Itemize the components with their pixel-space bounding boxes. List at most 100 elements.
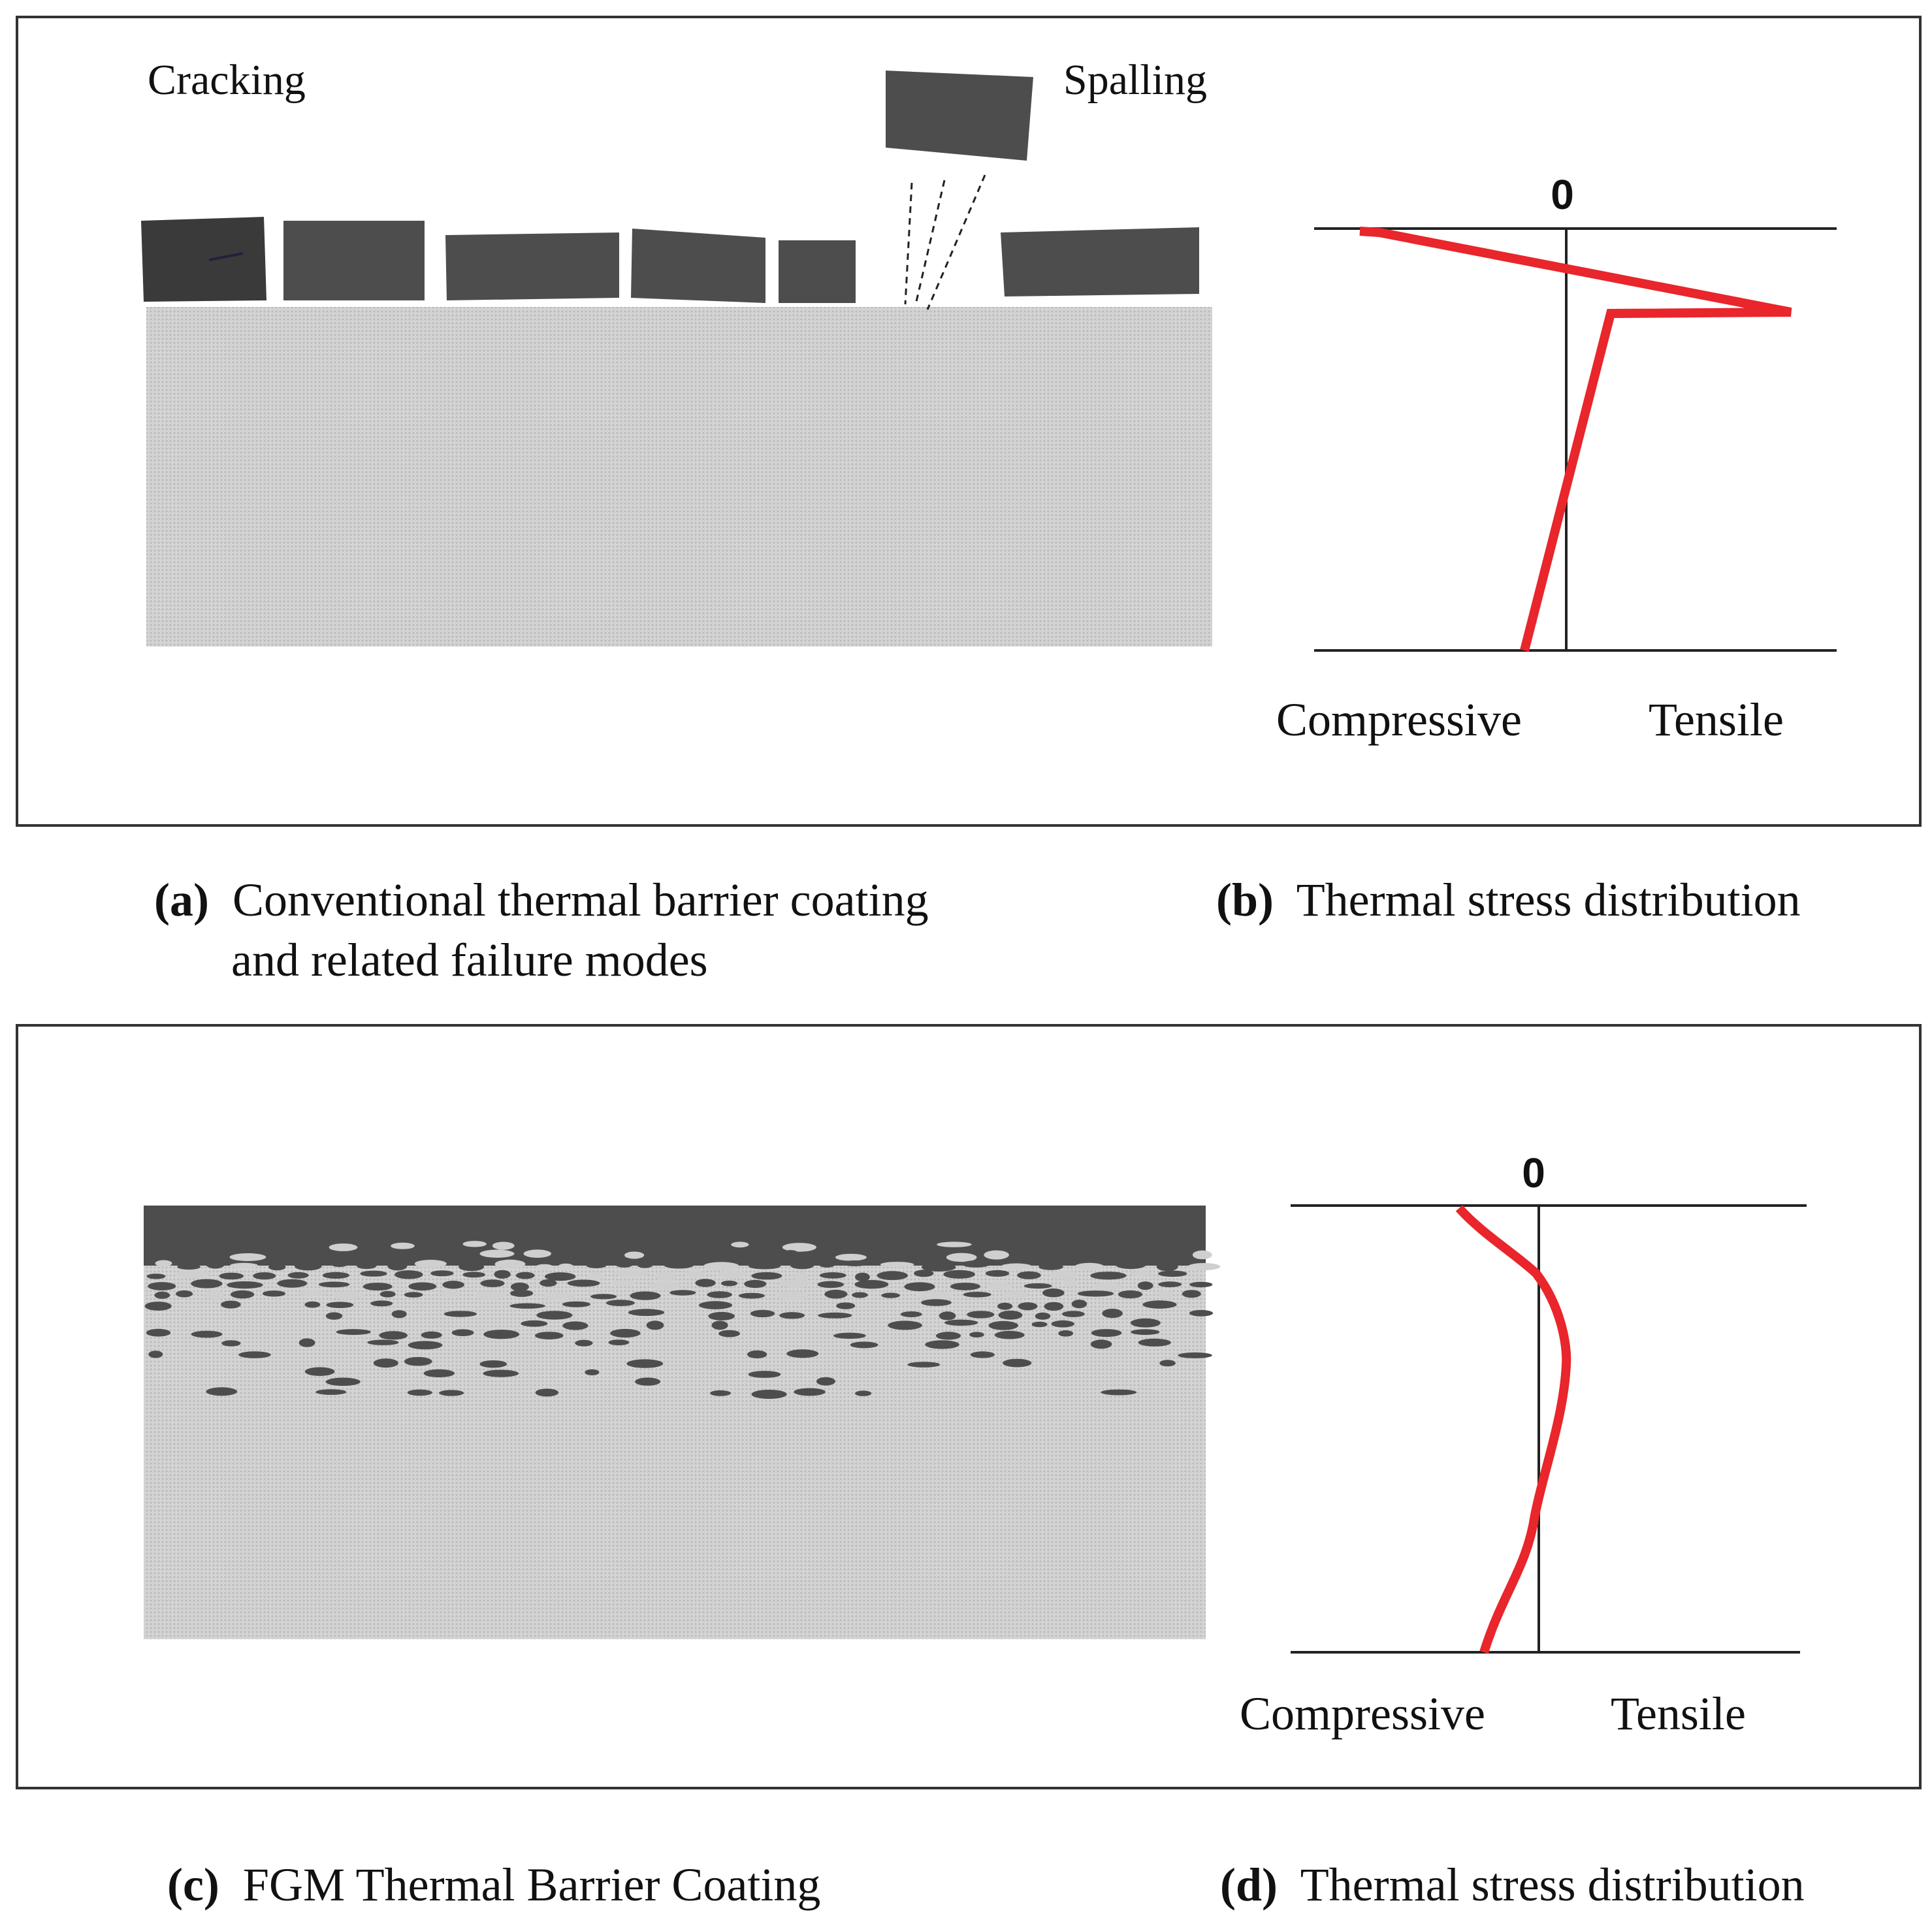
dark-grain bbox=[904, 1282, 935, 1292]
dark-grain bbox=[626, 1359, 664, 1368]
light-grain bbox=[685, 1270, 705, 1278]
dark-grain bbox=[747, 1350, 767, 1358]
dark-grain bbox=[262, 1290, 286, 1297]
dark-grain bbox=[1125, 1253, 1150, 1262]
dark-grain bbox=[664, 1261, 694, 1269]
dark-grain bbox=[963, 1292, 991, 1298]
dark-grain bbox=[1042, 1288, 1065, 1298]
dark-grain bbox=[914, 1270, 934, 1277]
dark-grain bbox=[748, 1371, 781, 1378]
dark-grain bbox=[1077, 1290, 1114, 1297]
dark-grain bbox=[751, 1272, 782, 1280]
dark-grain bbox=[154, 1291, 170, 1299]
light-grain bbox=[206, 1290, 225, 1300]
light-grain bbox=[176, 1270, 210, 1279]
light-grain bbox=[523, 1249, 551, 1258]
dark-grain bbox=[1155, 1251, 1185, 1258]
dark-grain bbox=[1044, 1302, 1064, 1311]
dark-grain bbox=[289, 1244, 322, 1251]
dark-grain bbox=[356, 1262, 377, 1270]
dark-grain bbox=[794, 1388, 826, 1396]
dark-grain bbox=[227, 1281, 263, 1289]
dark-grain bbox=[1130, 1318, 1161, 1328]
dark-grain bbox=[985, 1270, 1010, 1277]
light-grain bbox=[835, 1253, 867, 1261]
dark-grain bbox=[322, 1272, 350, 1279]
dark-grain bbox=[509, 1303, 545, 1309]
dark-grain bbox=[881, 1292, 901, 1298]
dark-grain bbox=[148, 1351, 163, 1358]
stress-plot-b: 0 Compressive Tensile bbox=[1276, 171, 1837, 746]
dark-grain bbox=[610, 1328, 641, 1338]
dark-grain bbox=[548, 1243, 575, 1251]
dark-grain bbox=[1035, 1312, 1051, 1320]
dark-grain bbox=[185, 1241, 207, 1251]
light-grain bbox=[536, 1264, 554, 1270]
dark-grain bbox=[271, 1253, 300, 1259]
light-grain bbox=[414, 1260, 447, 1268]
light-grain bbox=[1187, 1263, 1221, 1270]
dark-grain bbox=[790, 1261, 814, 1270]
dark-grain bbox=[1142, 1300, 1177, 1309]
dark-grain bbox=[330, 1261, 348, 1268]
light-grain bbox=[1074, 1262, 1104, 1270]
light-grain bbox=[329, 1243, 358, 1251]
dark-grain bbox=[988, 1320, 1019, 1330]
dark-grain bbox=[443, 1311, 477, 1317]
dark-grain bbox=[739, 1292, 765, 1299]
dark-grain bbox=[1003, 1358, 1032, 1368]
dark-grain bbox=[855, 1390, 872, 1396]
stress-plot-d: 0 Compressive Tensile bbox=[1240, 1149, 1807, 1740]
light-grain bbox=[229, 1262, 259, 1269]
dark-grain bbox=[819, 1272, 846, 1279]
dark-grain bbox=[1090, 1339, 1112, 1349]
dark-grain bbox=[1159, 1360, 1176, 1367]
dark-grain bbox=[191, 1330, 223, 1338]
dark-grain bbox=[146, 1328, 171, 1337]
light-grain bbox=[611, 1280, 636, 1287]
dark-grain bbox=[606, 1300, 635, 1306]
dark-grain bbox=[935, 1332, 961, 1340]
dark-grain bbox=[848, 1242, 877, 1249]
dark-grain bbox=[997, 1302, 1013, 1310]
dark-grain bbox=[326, 1302, 354, 1308]
dark-grain bbox=[294, 1262, 322, 1271]
dark-grain bbox=[690, 1253, 722, 1262]
dark-grain bbox=[459, 1262, 485, 1272]
dark-grain bbox=[418, 1250, 438, 1259]
dark-grain bbox=[318, 1281, 350, 1288]
dark-grain bbox=[325, 1312, 343, 1320]
dark-grain bbox=[387, 1261, 408, 1271]
dark-grain bbox=[253, 1272, 276, 1280]
dark-grain bbox=[756, 1240, 774, 1248]
dark-grain bbox=[710, 1390, 731, 1396]
dark-grain bbox=[816, 1377, 835, 1386]
dark-grain bbox=[238, 1351, 271, 1358]
dark-grain bbox=[630, 1291, 661, 1300]
compressive-label: Compressive bbox=[1240, 1688, 1485, 1740]
dark-grain bbox=[1189, 1309, 1214, 1317]
fgm-coating bbox=[144, 1206, 1221, 1639]
coating-block bbox=[445, 232, 619, 300]
caption-d-text: Thermal stress distribution bbox=[1300, 1859, 1805, 1911]
spalling-trajectory bbox=[904, 174, 986, 310]
dark-grain bbox=[408, 1282, 437, 1291]
dark-grain bbox=[408, 1341, 443, 1350]
dark-grain bbox=[1182, 1290, 1201, 1298]
dark-grain bbox=[148, 1282, 176, 1290]
dark-grain bbox=[980, 1240, 1008, 1249]
light-grain bbox=[1158, 1290, 1174, 1299]
dark-grain bbox=[155, 1253, 182, 1260]
dark-grain bbox=[695, 1279, 716, 1287]
dark-grain bbox=[707, 1291, 732, 1298]
light-grain bbox=[1001, 1263, 1032, 1270]
dark-grain bbox=[483, 1369, 519, 1377]
conventional-substrate bbox=[146, 307, 1212, 647]
dark-grain bbox=[590, 1294, 617, 1300]
dark-grain bbox=[1102, 1309, 1123, 1319]
dark-grain bbox=[824, 1241, 845, 1247]
fgm-graded-grains bbox=[144, 1240, 1221, 1399]
dark-grain bbox=[900, 1311, 922, 1317]
dark-grain bbox=[1189, 1281, 1213, 1288]
caption-b-letter: (b) bbox=[1216, 874, 1274, 926]
